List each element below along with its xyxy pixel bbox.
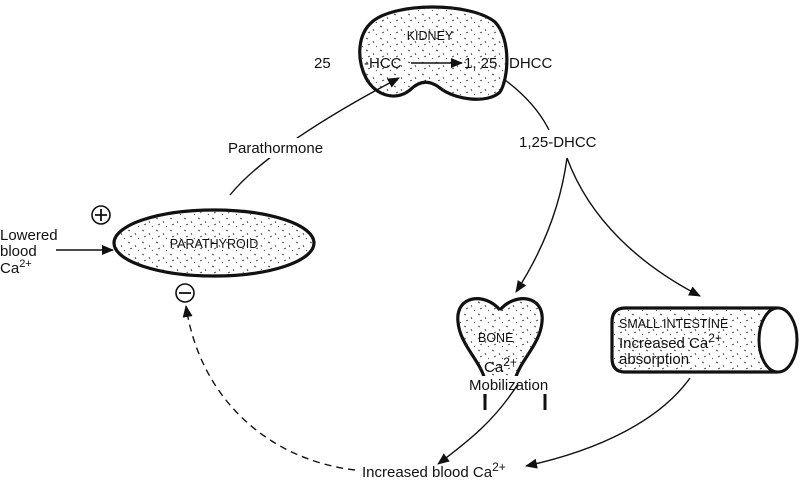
intestine-label: SMALL INTESTINE xyxy=(619,317,728,331)
arrow-to-bone xyxy=(515,157,568,293)
parathormone-arrow xyxy=(229,77,400,196)
small-intestine: SMALL INTESTINE Increased Ca2+ absorptio… xyxy=(610,306,799,374)
stimulus-line-3: Ca2+ xyxy=(0,258,32,277)
stimulus-line-2: blood xyxy=(0,243,37,260)
parathyroid-label: PARATHYROID xyxy=(170,237,258,251)
arrow-to-intestine xyxy=(566,157,701,297)
parathormone-label: Parathormone xyxy=(228,140,323,157)
intestine-line-1: Increased Ca2+ xyxy=(619,331,722,352)
substrate-hcc: -HCC xyxy=(364,55,402,72)
negative-feedback-arrow xyxy=(182,305,356,471)
kidney-output-line xyxy=(504,79,550,131)
stimulus-line-1: Lowered xyxy=(0,227,58,244)
plus-sign-icon xyxy=(91,205,111,225)
outcome-label: Increased blood Ca2+ xyxy=(362,460,506,481)
kidney: KIDNEY 25 -HCC 1, 25 -DHCC xyxy=(314,5,552,101)
intestine-line-2: absorption xyxy=(619,351,689,368)
product-number: 1, 25 xyxy=(464,55,497,72)
parathyroid: PARATHYROID xyxy=(112,208,316,278)
bone-to-blood-arrow xyxy=(437,383,519,465)
bone-ca-label: Ca2+ xyxy=(484,355,517,376)
kidney-label: KIDNEY xyxy=(407,29,454,43)
prefix-25: 25 xyxy=(314,55,331,72)
bone: BONE Ca2+ Mobilization xyxy=(456,297,562,410)
bone-action-label: Mobilization xyxy=(469,377,548,394)
active-metabolite-label: 1,25-DHCC xyxy=(519,134,597,151)
bone-label: BONE xyxy=(478,331,513,345)
minus-sign-icon xyxy=(175,283,195,303)
product-dhcc: -DHCC xyxy=(504,55,552,72)
intestine-to-blood-arrow xyxy=(525,377,691,469)
